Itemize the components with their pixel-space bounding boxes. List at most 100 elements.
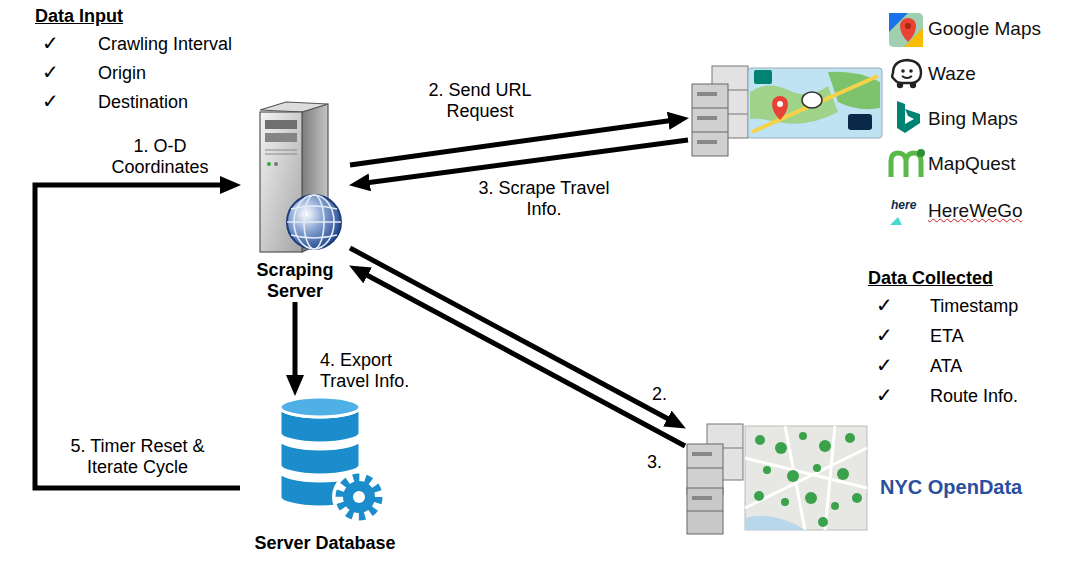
step-label: 4. Export Travel Info. [318,350,432,392]
bing-logo [893,100,923,134]
list-item: Route Info. [930,386,1018,407]
logo-text: here [891,199,916,212]
step-label: 3. Scrape Travel Info. [462,178,626,220]
opendata-server-icon [685,418,870,538]
icon-shape [909,69,913,73]
icon-shape [917,149,925,157]
icon-shape [687,511,723,512]
icon-shape [332,470,386,524]
icon-shape [848,114,872,130]
icon-shape [777,101,783,107]
icon-shape [752,76,878,132]
icon-shape [265,150,297,151]
icon-shape [260,102,328,112]
icon-shape [280,397,360,417]
flow-arrow [350,248,676,423]
icon-shape [692,452,712,456]
icon-shape [287,221,341,223]
icon-shape [267,162,271,166]
icon-shape [274,162,278,166]
check-mark: ✓ [876,325,893,346]
icon-shape [353,491,365,503]
source-name: NYC OpenData [880,476,1022,498]
icon-shape [781,498,789,506]
check-mark: ✓ [876,295,893,316]
list-item: ETA [930,326,964,347]
step-label: 2. Send URL Request [418,80,542,122]
icon-shape [802,92,822,108]
icon-shape [692,108,728,109]
icon-shape [340,478,378,516]
icon-shape [748,68,882,138]
database-icon [275,395,387,527]
service-name: Bing Maps [928,108,1018,130]
icon-shape [265,120,297,129]
icon-shape [902,76,912,78]
service-name: Google Maps [928,18,1041,40]
icon-shape [265,133,297,142]
icon-shape [818,517,828,527]
list-item: ATA [930,356,962,377]
section-heading: Data Collected [868,268,993,289]
service-name: Waze [928,63,976,85]
icon-shape [754,432,862,527]
mapquest-logo [888,148,926,180]
icon-shape [687,468,723,469]
icon-shape [889,13,923,47]
google-maps-logo [888,12,924,48]
service-name: HereWeGo [928,200,1023,222]
waze-logo [889,57,925,91]
icon-shape [745,426,867,530]
icon-shape [687,444,723,494]
icon-shape [755,435,765,445]
icon-shape [889,13,923,47]
server-node: Scraping Server [240,100,350,302]
icon-shape [745,516,805,530]
icon-shape [697,92,717,96]
step-label: 1. O-D Coordinates [95,136,225,178]
icon-shape [772,96,788,120]
flow-arrow [350,119,678,165]
icon-shape [813,464,821,472]
icon-shape [910,82,916,88]
icon-shape [287,195,341,249]
icon-shape [892,60,921,83]
check-mark: ✓ [876,355,893,376]
icon-shape [819,440,831,452]
icon-shape [754,491,764,501]
map-services-node: Google MapsWazeBing MapsMapQuestHereWeGo [688,10,1060,226]
section-heading: Data Input [35,6,123,27]
list-item: Crawling Interval [98,34,232,55]
step-label: 2. [650,384,669,405]
icon-shape [805,492,817,504]
icon-shape [799,432,807,440]
flow-arrow [293,302,298,385]
node-label: Scraping Server [240,260,350,302]
list-item: Timestamp [930,296,1018,317]
step-label: 3. [645,452,664,473]
icon-shape [901,69,905,73]
icon-shape [787,470,799,482]
opendata-node: NYC OpenData [685,418,1055,538]
icon-shape [692,132,728,133]
node-label: Server Database [240,533,410,554]
icon-shape [697,140,717,144]
map-server-icon [688,62,884,162]
check-mark: ✓ [42,62,59,83]
flow-arrow [35,185,240,488]
icon-shape [831,502,839,510]
icon-shape [291,206,337,238]
step-label: 5. Timer Reset & Iterate Cycle [48,436,227,478]
icon-shape [904,159,909,177]
list-item: Destination [98,92,188,113]
icon-shape [754,70,772,84]
icon-shape [697,116,717,120]
icon-shape [905,23,911,29]
check-mark: ✓ [42,33,59,54]
icon-shape [750,85,838,123]
icon-shape [852,493,862,503]
icon-shape [745,426,867,530]
icon-shape [897,82,903,88]
icon-shape [837,468,849,480]
